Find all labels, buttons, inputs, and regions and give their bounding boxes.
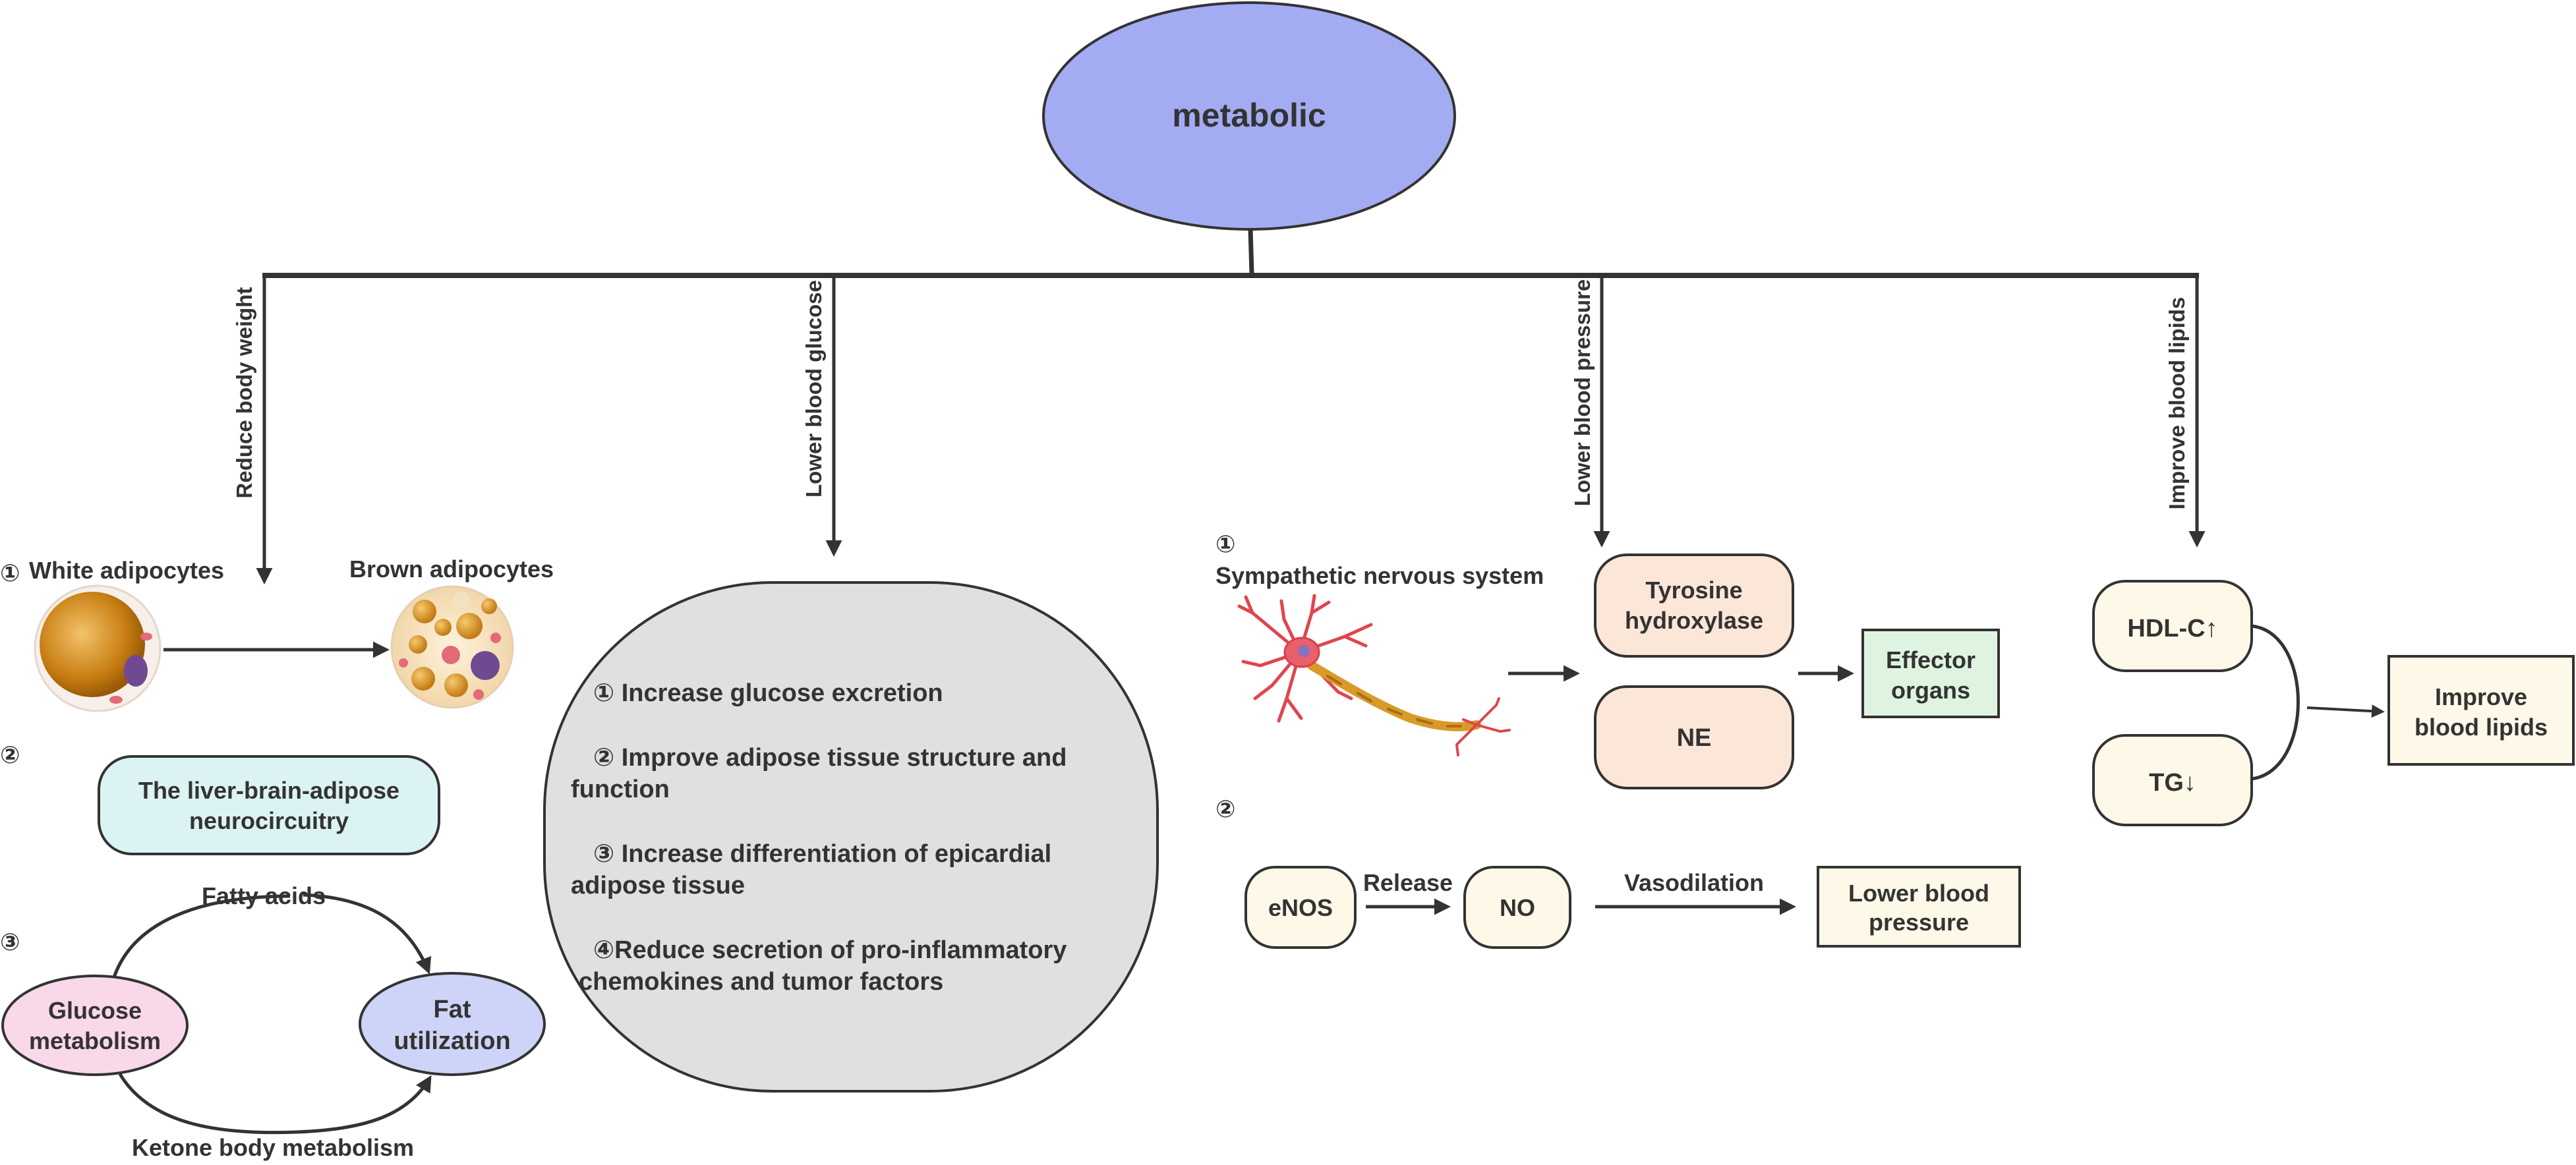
tree-connectors <box>256 229 2206 584</box>
improve-lipids-box <box>2387 655 2575 766</box>
lower-bp-box <box>1817 866 2021 948</box>
tyrosine-line2: hydroxylase <box>1625 607 1763 634</box>
neuron-icon <box>1237 594 1511 756</box>
improve-lipids-line2: blood lipids <box>2415 714 2548 741</box>
glucose-effects-box: ① Increase glucose excretion ② Improve a… <box>543 581 1159 1093</box>
weight-num-2: ② <box>0 741 20 768</box>
root-label: metabolic <box>1172 97 1326 134</box>
glucose-line-6: ④Reduce secretion of pro-inflammatory <box>593 936 1067 964</box>
neurocircuitry-line1: The liver-brain-adipose <box>138 777 399 804</box>
lower-bp-line1: Lower blood <box>1848 880 1989 907</box>
fat-utilization-line2: utilization <box>394 1027 510 1055</box>
pressure-num-1: ① <box>1215 530 1235 557</box>
effector-line2: organs <box>1891 677 1970 704</box>
weight-item-2: ② The liver-brain-adipose neurocircuitry <box>0 741 440 855</box>
ketone-body-label: Ketone body metabolism <box>132 1134 414 1161</box>
glucose-line-4: ③ Increase differentiation of epicardial <box>593 840 1051 868</box>
no-box <box>1463 866 1571 949</box>
glucose-line-7: chemokines and tumor factors <box>579 968 943 996</box>
weight-item-3: ③ Fatty acids Glucose metabolism Fat uti… <box>0 882 546 1161</box>
ne-box <box>1594 685 1794 789</box>
fat-utilization-ellipse <box>359 972 546 1076</box>
tyrosine-box <box>1594 554 1794 658</box>
tg-label: TG↓ <box>2149 769 2196 797</box>
no-label: NO <box>1500 894 1535 921</box>
weight-item-1: ① White adipocytes Brown adipocytes <box>0 555 554 712</box>
vasodilation-label: Vasodilation <box>1624 869 1764 896</box>
glucose-metabolism-line2: metabolism <box>29 1027 161 1054</box>
improve-lipids-line1: Improve <box>2435 683 2527 710</box>
brown-adipocytes-label: Brown adipocytes <box>349 555 554 582</box>
effector-line1: Effector <box>1886 646 1976 673</box>
lipids-bracket <box>2251 624 2300 781</box>
enos-box <box>1244 866 1357 949</box>
tg-box <box>2092 734 2253 826</box>
glucose-line-5: adipose tissue <box>571 872 745 899</box>
release-label: Release <box>1363 869 1453 896</box>
pressure-num-2: ② <box>1215 795 1235 822</box>
white-adipocytes-label: White adipocytes <box>29 557 224 584</box>
branch-label-pressure: Lower blood pressure <box>1570 279 1595 507</box>
effector-box <box>1861 629 2000 718</box>
pressure-item-2: ② eNOS Release NO Vasodilation Lower blo… <box>1215 795 2021 949</box>
neurocircuitry-line2: neurocircuitry <box>189 807 349 834</box>
weight-num-3: ③ <box>0 928 20 955</box>
glucose-line-1: ① Increase glucose excretion <box>593 679 943 707</box>
brown-adipocyte-icon <box>390 585 514 709</box>
hdl-label: HDL-C↑ <box>2127 615 2217 642</box>
fatty-acids-label: Fatty acids <box>202 882 326 909</box>
lower-bp-line2: pressure <box>1869 909 1969 936</box>
glucose-line-3: function <box>571 776 670 803</box>
pressure-item-1: ① Sympathetic nervous system <box>1215 530 2000 789</box>
sympathetic-label: Sympathetic nervous system <box>1215 562 1544 589</box>
enos-label: eNOS <box>1268 894 1333 921</box>
lipids-branch: HDL-C↑ TG↓ Improve blood lipids <box>2092 580 2575 826</box>
root-node: metabolic <box>1042 1 1456 231</box>
glucose-metabolism-ellipse <box>1 975 189 1076</box>
glucose-line-2: ② Improve adipose tissue structure and <box>593 744 1067 772</box>
tyrosine-line1: Tyrosine <box>1645 577 1742 604</box>
fat-utilization-line1: Fat <box>434 996 471 1023</box>
branch-label-lipids: Improve blood lipids <box>2165 297 2189 510</box>
lipids-arrow <box>2306 704 2385 718</box>
glucose-metabolism-line1: Glucose <box>48 997 142 1024</box>
white-adipocyte-icon <box>34 584 161 712</box>
branch-label-glucose: Lower blood glucose <box>802 280 826 497</box>
weight-num-1: ① <box>0 559 20 586</box>
ne-label: NE <box>1677 724 1712 752</box>
branch-label-weight: Reduce body weight <box>232 287 256 499</box>
